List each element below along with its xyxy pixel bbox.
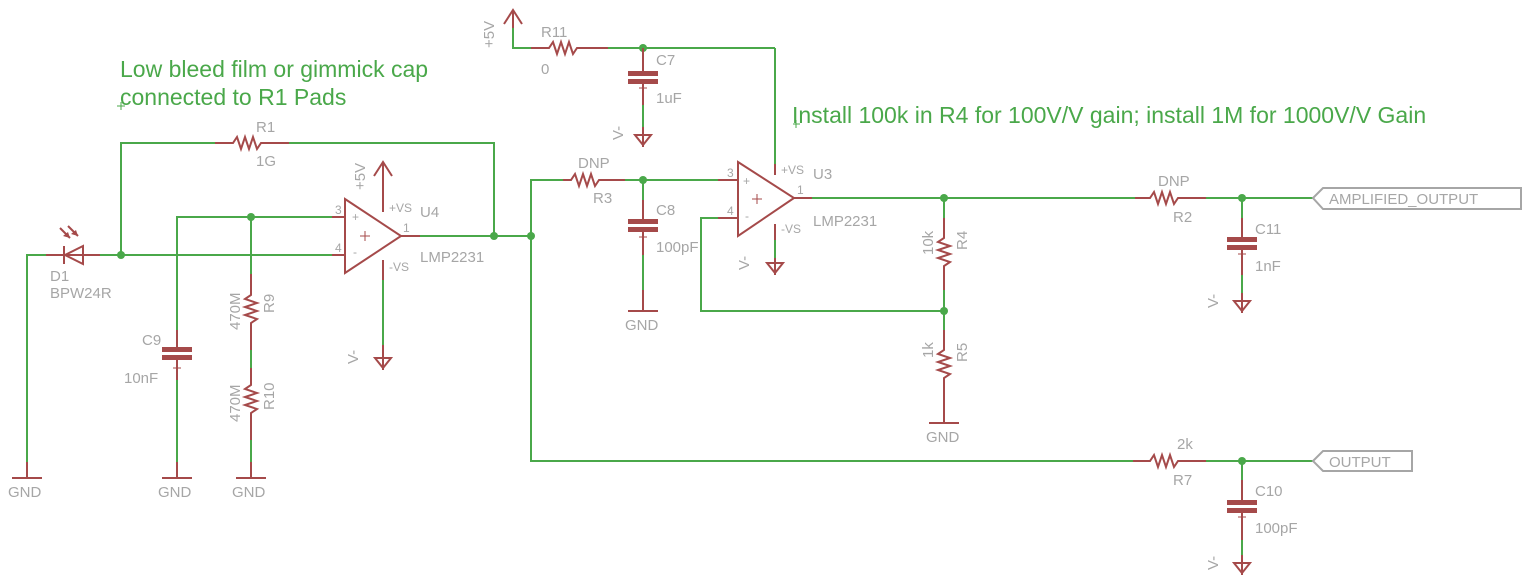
note-anchor-cross	[117, 102, 800, 128]
svg-text:+5V: +5V	[352, 163, 369, 190]
svg-text:4: 4	[727, 204, 734, 218]
r3-name: R3	[593, 190, 612, 207]
svg-text:GND: GND	[158, 484, 192, 501]
c10-value: 100pF	[1255, 520, 1298, 537]
svg-text:-VS: -VS	[389, 260, 409, 274]
svg-text:V-: V-	[1205, 556, 1222, 570]
svg-text:V-: V-	[1205, 294, 1222, 308]
gnd-symbol-r10: GND	[232, 462, 266, 501]
d1-name: D1	[50, 268, 69, 285]
resistor-r2[interactable]: DNP R2	[1135, 173, 1206, 226]
junctions	[117, 44, 1246, 465]
svg-text:V-: V-	[610, 126, 627, 140]
r11-value: 0	[541, 61, 549, 78]
gnd-symbol-d1: GND	[8, 462, 42, 501]
r7-name: R7	[1173, 472, 1192, 489]
c11-name: C11	[1255, 221, 1281, 238]
svg-text:4: 4	[335, 241, 342, 255]
svg-text:1: 1	[797, 183, 804, 197]
svg-text:3: 3	[335, 203, 342, 217]
svg-text:-: -	[353, 245, 357, 259]
svg-text:GND: GND	[926, 429, 960, 446]
c9-name: C9	[142, 332, 161, 349]
u3-value: LMP2231	[813, 213, 877, 230]
r3-value: DNP	[578, 155, 610, 172]
c7-value: 1uF	[656, 90, 682, 107]
gnd-symbol-c9: GND	[158, 462, 192, 501]
opamp-u3[interactable]: 3 4 + - 1 +VS -VS U3 LMP2231	[718, 160, 877, 240]
resistor-r10[interactable]: 470M R10	[227, 368, 278, 440]
resistor-r4[interactable]: 10k R4	[920, 218, 971, 290]
supply-5v-u4: +5V	[352, 160, 393, 190]
svg-text:-: -	[745, 209, 749, 223]
gain-note: Install 100k in R4 for 100V/V gain; inst…	[792, 102, 1426, 128]
svg-text:GND: GND	[625, 317, 659, 334]
resistor-r5[interactable]: 1k R5	[920, 330, 971, 420]
d1-value: BPW24R	[50, 285, 112, 302]
resistor-r11[interactable]: R11 0	[531, 24, 608, 78]
r10-value: 470M	[227, 384, 244, 422]
r9-value: 470M	[227, 292, 244, 330]
gnd-symbol-c8: GND	[625, 290, 659, 334]
port-output[interactable]: OUTPUT	[1311, 450, 1413, 472]
r7-value: 2k	[1177, 436, 1193, 453]
c7-name: C7	[656, 52, 675, 69]
r11-name: R11	[541, 24, 567, 41]
resistor-r1[interactable]: R1 1G	[215, 119, 289, 170]
supply-vneg-u3: V-	[736, 256, 786, 275]
r4-value: 10k	[920, 230, 937, 255]
r2-name: R2	[1173, 209, 1192, 226]
svg-text:-VS: -VS	[781, 222, 801, 236]
u3-name: U3	[813, 166, 832, 183]
c8-value: 100pF	[656, 239, 699, 256]
svg-text:V-: V-	[345, 350, 362, 364]
supply-vneg-c10: V-	[1205, 555, 1253, 575]
r9-name: R9	[261, 294, 278, 313]
cap-note-line1: Low bleed film or gimmick cap	[120, 56, 428, 82]
port-amplified-output[interactable]: AMPLIFIED_OUTPUT	[1311, 187, 1522, 210]
r5-value: 1k	[920, 342, 937, 358]
svg-text:+5V: +5V	[481, 21, 498, 48]
photodiode-d1[interactable]: D1 BPW24R	[46, 225, 112, 302]
r2-value: DNP	[1158, 173, 1190, 190]
r4-name: R4	[954, 231, 971, 250]
gnd-symbol-r5: GND	[926, 410, 960, 446]
output-label: OUTPUT	[1329, 454, 1391, 471]
svg-text:V-: V-	[736, 256, 753, 270]
supply-vneg-u4: V-	[345, 345, 394, 370]
capacitor-c9[interactable]: C9 10nF	[124, 330, 192, 387]
r10-name: R10	[261, 382, 278, 410]
c9-value: 10nF	[124, 370, 158, 387]
svg-text:GND: GND	[232, 484, 266, 501]
r1-name: R1	[256, 119, 275, 136]
capacitor-c11[interactable]: C11 1nF	[1227, 218, 1281, 275]
supply-5v-r11: +5V	[481, 8, 523, 48]
u4-value: LMP2231	[420, 249, 484, 266]
supply-vneg-c7: V-	[610, 126, 654, 147]
svg-text:+VS: +VS	[781, 163, 804, 177]
svg-text:+: +	[352, 210, 359, 224]
r5-name: R5	[954, 343, 971, 362]
c8-name: C8	[656, 202, 675, 219]
resistor-r7[interactable]: 2k R7	[1133, 436, 1206, 489]
amplified-output-label: AMPLIFIED_OUTPUT	[1329, 191, 1478, 208]
capacitor-c8[interactable]: C8 100pF	[628, 200, 699, 256]
resistor-r3[interactable]: DNP R3	[563, 155, 625, 207]
svg-text:1: 1	[403, 221, 410, 235]
svg-text:+VS: +VS	[389, 201, 412, 215]
capacitor-c10[interactable]: C10 100pF	[1227, 480, 1298, 540]
capacitor-c7[interactable]: C7 1uF	[628, 48, 682, 107]
cap-note-line2: connected to R1 Pads	[120, 84, 346, 110]
c10-name: C10	[1255, 483, 1283, 500]
u4-name: U4	[420, 204, 439, 221]
svg-text:3: 3	[727, 166, 734, 180]
supply-vneg-c11: V-	[1205, 293, 1253, 313]
svg-text:GND: GND	[8, 484, 42, 501]
r1-value: 1G	[256, 153, 276, 170]
opamp-u4[interactable]: 3 4 + - 1 +VS -VS U4 LMP2231	[332, 178, 484, 280]
svg-text:+: +	[743, 174, 750, 188]
resistor-r9[interactable]: 470M R9	[227, 274, 278, 350]
c11-value: 1nF	[1255, 258, 1281, 275]
